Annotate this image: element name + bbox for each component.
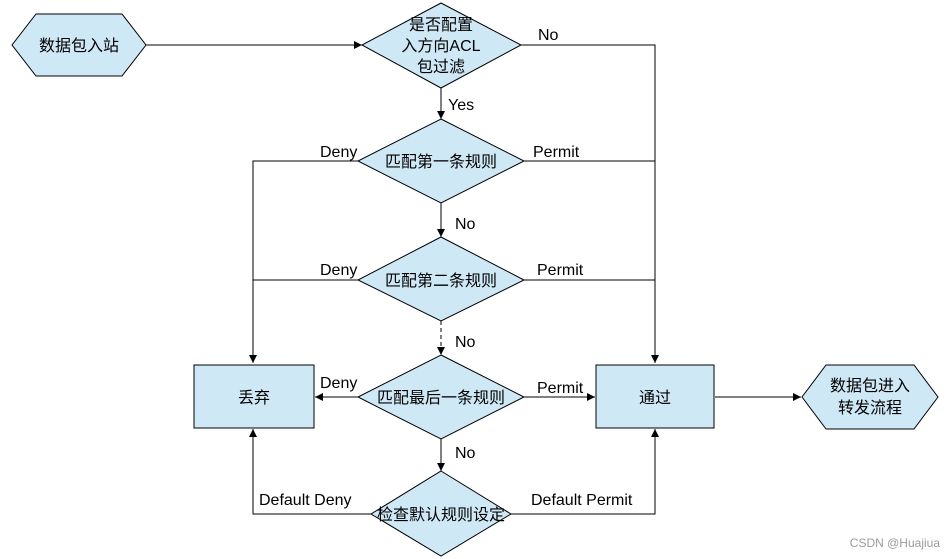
default-rule-label: 检查默认规则设定: [377, 506, 505, 524]
label-rule2-no: No: [455, 334, 476, 351]
start-node: 数据包入站: [11, 13, 147, 77]
label-default-permit: Default Permit: [531, 492, 633, 509]
end-node-line-1: 数据包进入: [830, 377, 910, 395]
label-rule1-permit: Permit: [533, 144, 580, 161]
check-acl-line-2: 入方向ACL: [401, 37, 480, 55]
rule2-label: 匹配第二条规则: [385, 272, 497, 290]
label-check-yes: Yes: [448, 97, 474, 114]
pass-label: 通过: [639, 389, 671, 407]
rule1-label: 匹配第一条规则: [385, 153, 497, 171]
watermark-text: CSDN @Huajiua: [850, 536, 941, 550]
label-rule2-permit: Permit: [537, 262, 584, 279]
label-rule2-deny: Deny: [320, 262, 357, 279]
pass-box: 通过: [595, 364, 715, 429]
edge-rule1-deny: [249, 160, 358, 363]
label-default-deny: Default Deny: [259, 492, 352, 509]
rule2-diamond: 匹配第二条规则: [356, 236, 526, 322]
default-rule-diamond: 检查默认规则设定: [370, 470, 512, 557]
label-rulelast-deny: Deny: [320, 375, 357, 392]
check-acl-line-3: 包过滤: [417, 58, 465, 76]
label-check-no: No: [538, 27, 559, 44]
discard-label: 丢弃: [238, 389, 270, 407]
start-node-label: 数据包入站: [39, 37, 119, 55]
edge-default-deny: [249, 429, 371, 515]
discard-box: 丢弃: [193, 364, 315, 429]
end-node-line-2: 转发流程: [838, 399, 902, 417]
edge-labels: No Yes Deny Permit No Deny Permit No Den…: [259, 27, 633, 509]
label-rule1-no: No: [455, 216, 476, 233]
check-acl-diamond: 是否配置 入方向ACL 包过滤: [360, 2, 523, 89]
end-node: 数据包进入 转发流程: [801, 364, 939, 430]
edges: [146, 41, 801, 515]
label-rulelast-no: No: [455, 445, 476, 462]
label-rule1-deny: Deny: [320, 144, 357, 161]
rule-last-label: 匹配最后一条规则: [377, 389, 505, 407]
label-rulelast-permit: Permit: [537, 380, 584, 397]
rule1-diamond: 匹配第一条规则: [356, 118, 526, 204]
edge-check-no-to-pass: [521, 44, 659, 363]
check-acl-line-1: 是否配置: [409, 16, 473, 34]
edge-default-permit: [511, 429, 659, 515]
rule-last-diamond: 匹配最后一条规则: [356, 354, 526, 440]
